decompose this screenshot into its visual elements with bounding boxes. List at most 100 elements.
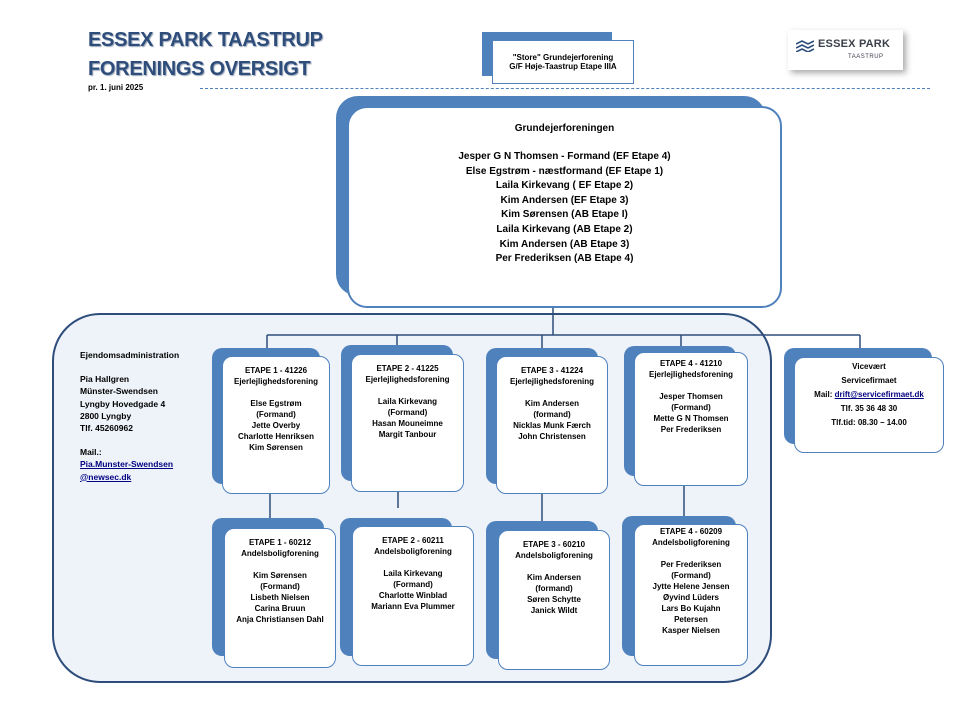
card-line: Hasan Mouneimne [372, 419, 443, 428]
vice-mail-row: Mail: drift@servicefirmaet.dk [795, 388, 943, 402]
card-title: ETAPE 4 - 41210 [659, 359, 723, 368]
card-line: Else Egstrøm [250, 399, 302, 408]
grund-member: Per Frederiksen (AB Etape 4) [495, 253, 634, 265]
card-title: ETAPE 3 - 60210 [522, 540, 586, 549]
ejer-card-etape4: ETAPE 4 - 41210 Ejerlejlighedsforening J… [634, 352, 748, 486]
card-line: John Christensen [518, 432, 586, 441]
admin-mail-label: Mail.: [80, 447, 102, 458]
card-title: ETAPE 2 - 41225 [376, 364, 439, 373]
card-line: Laila Kirkevang [383, 569, 443, 578]
andel-card-etape2: ETAPE 2 - 60211 Andelsboligforening Lail… [352, 526, 474, 666]
grund-member: Else Egstrøm - næstformand (EF Etape 1) [465, 165, 664, 177]
card-sub: Ejerlejlighedsforening [233, 377, 318, 386]
card-line: Jytte Helene Jensen [652, 582, 730, 591]
card-line: Kim Andersen [525, 399, 579, 408]
card-line: Janick Wildt [530, 606, 578, 615]
grund-member: Kim Sørensen (AB Etape I) [501, 209, 628, 221]
card-line: Lars Bo Kujahn [661, 604, 721, 613]
ejer-card-etape3: ETAPE 3 - 41224 Ejerlejlighedsforening K… [496, 356, 608, 494]
ejer-card-etape1: ETAPE 1 - 41226 Ejerlejlighedsforening E… [222, 356, 330, 494]
card-line: Charlotte Winblad [378, 591, 448, 600]
title-line1: ESSEX PARK TAASTRUP [88, 29, 323, 51]
vice-mail-label: Mail: [814, 390, 833, 399]
card-line: Per Frederiksen [660, 560, 722, 569]
vice-title: Vicevært [852, 362, 886, 371]
card-line: Søren Schytte [527, 595, 581, 604]
admin-line: 2800 Lyngby [80, 410, 132, 421]
card-sub: Ejerlejlighedsforening [365, 375, 450, 384]
vice-hours: Tlf.tid: 08.30 – 14.00 [831, 418, 907, 427]
store-line2: G/F Høje-Taastrup Etape IIIA [509, 62, 617, 71]
card-line: Jesper Thomsen [659, 392, 723, 401]
card-line: Margit Tanbour [378, 430, 437, 439]
admin-line: Pia Hallgren [80, 374, 130, 385]
grund-title: Grundejerforeningen [514, 123, 615, 134]
card-line: Anja Christiansen Dahl [236, 615, 324, 624]
grund-member: Kim Andersen (AB Etape 3) [499, 238, 630, 250]
admin-info: Ejendomsadministration Pia Hallgren Müns… [80, 349, 179, 483]
grund-member: Kim Andersen (EF Etape 3) [500, 194, 629, 206]
card-line: (formand) [535, 584, 573, 593]
card-title: ETAPE 1 - 60212 [248, 538, 312, 547]
card-sub: Andelsboligforening [374, 547, 452, 556]
dashed-divider [200, 88, 930, 89]
admin-mail-link[interactable]: @newsec.dk [80, 471, 132, 482]
logo-name: ESSEX PARK [818, 38, 891, 50]
card-line: Mariann Eva Plummer [371, 602, 455, 611]
card-line: Kim Andersen [527, 573, 581, 582]
logo-sub: TAASTRUP [848, 54, 884, 60]
vice-mail-link[interactable]: drift@servicefirmaet.dk [834, 390, 924, 399]
grund-member: Laila Kirkevang (AB Etape 2) [496, 223, 633, 235]
ejer-card-etape2: ETAPE 2 - 41225 Ejerlejlighedsforening L… [351, 354, 464, 492]
card-line: (Formand) [393, 580, 433, 589]
card-line: Carina Bruun [254, 604, 306, 613]
card-line: (Formand) [387, 408, 428, 417]
card-line: (Formand) [260, 582, 300, 591]
card-line: (Formand) [671, 571, 711, 580]
card-line: (Formand) [256, 410, 296, 419]
card-sub: Andelsboligforening [515, 551, 593, 560]
card-line: Laila Kirkevang [377, 397, 438, 406]
card-line: Charlotte Henriksen [237, 432, 315, 441]
card-line: Mette G N Thomsen [653, 414, 729, 423]
admin-line: Tlf. 45260962 [80, 423, 133, 434]
admin-line: Münster-Swendsen [80, 386, 158, 397]
card-line: Kasper Nielsen [662, 626, 720, 635]
card-line: Nicklas Munk Færch [513, 421, 591, 430]
grund-member: Jesper G N Thomsen - Formand (EF Etape 4… [458, 151, 671, 162]
card-sub: Ejerlejlighedsforening [509, 377, 594, 386]
card-line: Petersen [674, 615, 708, 624]
vice-company: Servicefirmaet [841, 376, 897, 385]
card-sub: Andelsboligforening [241, 549, 319, 558]
card-sub: Ejerlejlighedsforening [648, 370, 733, 379]
title-line2: FORENINGS OVERSIGT [88, 58, 311, 80]
store-grundejerforening-box: "Store" Grundejerforening G/F Høje-Taast… [492, 40, 634, 84]
andel-card-etape1: ETAPE 1 - 60212 Andelsboligforening Kim … [224, 528, 336, 668]
andel-card-etape3: ETAPE 3 - 60210 Andelsboligforening Kim … [498, 530, 610, 670]
card-title: ETAPE 3 - 41224 [520, 366, 584, 375]
date-label: pr. 1. juni 2025 [88, 83, 144, 92]
grund-member: Laila Kirkevang ( EF Etape 2) [495, 180, 634, 192]
vicevaert-card: Vicevært Servicefirmaet Mail: drift@serv… [794, 357, 944, 453]
admin-title: Ejendomsadministration [80, 350, 180, 360]
vice-phone: Tlf. 35 36 48 30 [840, 404, 898, 413]
card-line: Per Frederiksen [660, 425, 722, 434]
card-line: (formand) [533, 410, 571, 419]
store-line1: "Store" Grundejerforening [512, 53, 614, 62]
card-line: Kim Sørensen [253, 571, 307, 580]
card-line: (Formand) [671, 403, 711, 412]
logo-mark-icon [796, 40, 814, 52]
card-line: Jette Overby [251, 421, 301, 430]
card-title: ETAPE 2 - 60211 [382, 536, 444, 545]
grundejerforeningen-box: Grundejerforeningen Jesper G N Thomsen -… [347, 106, 782, 308]
essex-park-logo: ESSEX PARK TAASTRUP [788, 30, 903, 70]
card-line: Lisbeth Nielsen [250, 593, 310, 602]
admin-mail-link[interactable]: Pia.Munster-Swendsen [80, 459, 174, 470]
admin-line: Lyngby Hovedgade 4 [80, 398, 166, 409]
andel-card-etape4: ETAPE 4 - 60209 Andelsboligforening Per … [634, 524, 748, 666]
card-title: ETAPE 4 - 60209 [659, 527, 723, 536]
card-sub: Andelsboligforening [652, 538, 730, 547]
card-title: ETAPE 1 - 41226 [244, 366, 308, 375]
card-line: Kim Sørensen [249, 443, 303, 452]
